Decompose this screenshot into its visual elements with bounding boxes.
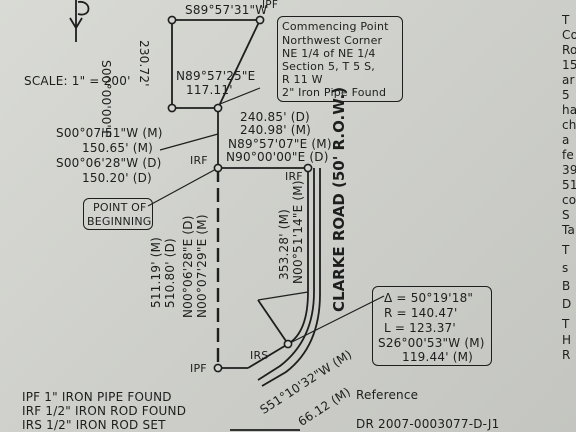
pob-line-1: POINT OF: [93, 201, 147, 214]
commencing-line-3: NE 1/4 of NE 1/4: [282, 47, 376, 60]
monument-top-right: [255, 15, 265, 25]
monument-top-left: [167, 15, 177, 25]
reference-dr: DR 2007-0003077-D-J1: [356, 417, 500, 431]
commencing-line-6: 2" Iron Pipe Found: [282, 86, 387, 99]
left-vertical-distance: 230.72': [137, 40, 151, 87]
curve-delta: Δ = 50°19'18": [384, 291, 474, 305]
commencing-line-4: Section 5, T 5 S,: [282, 60, 375, 73]
west-line-distance-d: 510.80' (D): [163, 238, 177, 308]
north-seg-distance: 117.11': [186, 83, 233, 97]
monument-mid-right: [213, 103, 223, 113]
road-label: CLARKE ROAD (50' R.O.W.): [330, 86, 348, 312]
north-seg-bearing: N89°57'25"E: [176, 69, 256, 83]
reference-title: Reference: [356, 388, 419, 402]
west-tie-bearing-d: S00°06'28"W (D): [56, 156, 162, 170]
legend-irs: IRS 1/2" IRON ROD SET: [22, 418, 166, 432]
curve-leader: [287, 295, 385, 345]
top-ipf: IPF: [262, 0, 279, 11]
margin-2: Co: [562, 28, 576, 42]
irs-label: IRS: [250, 349, 269, 362]
monument-irs: [283, 339, 293, 349]
margin-17: s: [562, 261, 569, 275]
west-tie-distance-d: 150.20' (D): [82, 171, 152, 185]
margin-13: co: [562, 193, 576, 207]
margin-20: T: [562, 317, 570, 331]
legend-ipf: IPF 1" IRON PIPE FOUND: [22, 390, 172, 404]
west-tie-distance-m: 150.65' (M): [82, 141, 154, 155]
legend-irf: IRF 1/2" IRON ROD FOUND: [22, 404, 187, 418]
top-line-distance-d: 240.85' (D): [240, 110, 310, 124]
scale-label: SCALE: 1" = 200': [24, 74, 131, 88]
commencing-leader: [219, 87, 261, 105]
top-line-bearing-d: N90°00'00"E (D): [226, 150, 329, 164]
curve-chord-length: 119.44' (M): [402, 350, 474, 364]
pob-line-2: BEGINNING: [87, 215, 152, 228]
margin-3: Ro: [562, 43, 576, 57]
pob-leader: [147, 167, 219, 207]
top-line-bearing-m: N89°57'07"E (M): [228, 137, 332, 151]
margin-4: 15: [562, 58, 576, 72]
monument-mid-left: [167, 103, 177, 113]
point-of-beginning-box: [83, 198, 153, 230]
east-line-distance: 353.28' (M): [277, 208, 291, 280]
irf-left-label: IRF: [190, 154, 208, 167]
curve-chord-bearing: S26°00'53"W (M): [378, 336, 485, 350]
margin-16: T: [562, 243, 570, 257]
margin-5: ar: [562, 73, 575, 87]
west-tie-bearing-m: S00°07'51"W (M): [56, 126, 163, 140]
road-line-2: [261, 168, 321, 387]
road-line-1: [257, 168, 315, 381]
curve-radius-line-2: [257, 291, 309, 301]
margin-7: ha: [562, 103, 576, 117]
north-arrow: [69, 0, 90, 42]
west-line-bearing-d: N00°06'28"E (D): [181, 215, 195, 318]
commencing-line: [217, 19, 261, 109]
margin-15: Ta: [562, 223, 576, 237]
irf-right-label: IRF: [285, 170, 303, 183]
ipf-bottom-label: IPF: [190, 362, 207, 375]
margin-21: H: [562, 333, 572, 347]
west-line-bearing-m: N00°07'29"E (M): [195, 214, 209, 318]
top-bearing: S89°57'31"W: [185, 3, 268, 17]
margin-9: a: [562, 133, 570, 147]
commencing-point-box: [277, 16, 403, 102]
margin-22: R: [562, 348, 571, 362]
west-line-distance-m: 511.19' (M): [149, 236, 163, 308]
margin-10: fe: [562, 148, 575, 162]
margin-12: 51: [562, 178, 576, 192]
west-tie-leader: [159, 133, 219, 151]
top-line-distance-m: 240.98' (M): [240, 123, 312, 137]
monument-irf-left: [213, 163, 223, 173]
margin-1: T: [562, 13, 570, 27]
margin-19: D: [562, 297, 572, 311]
margin-8: ch: [562, 118, 576, 132]
margin-11: 39: [562, 163, 576, 177]
monument-irf-right: [303, 163, 313, 173]
commencing-line-1: Commencing Point: [282, 20, 389, 33]
commencing-line-2: Northwest Corner: [282, 34, 383, 47]
margin-14: S: [562, 208, 570, 222]
curve-radius: R = 140.47': [384, 306, 458, 320]
monument-ipf-bottom: [213, 363, 223, 373]
commencing-line-5: R 11 W: [282, 73, 323, 86]
margin-18: B: [562, 279, 571, 293]
margin-6: 5: [562, 88, 570, 102]
curve-radius-line-1: [257, 299, 289, 345]
east-line-bearing: N00°51'14"E (M): [291, 180, 305, 284]
curve-length: L = 123.37': [384, 321, 456, 335]
curve-data-box: [372, 286, 492, 366]
